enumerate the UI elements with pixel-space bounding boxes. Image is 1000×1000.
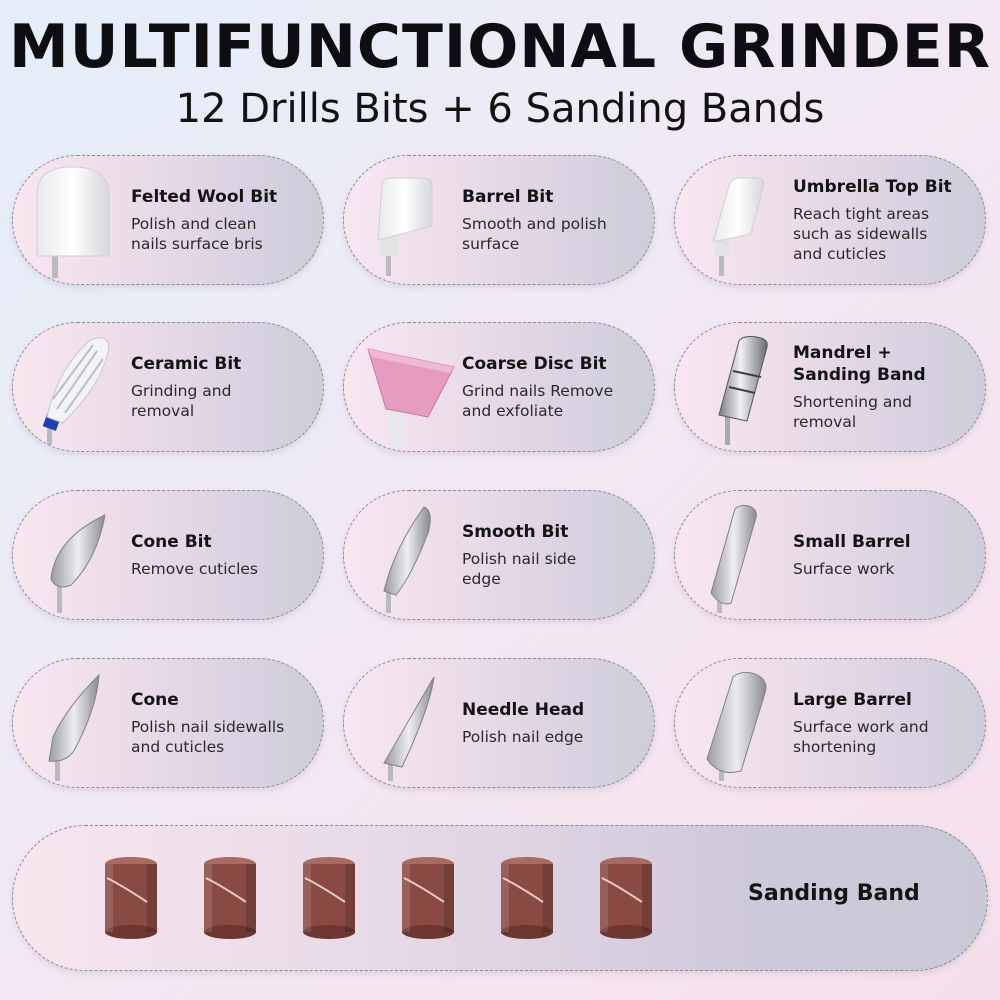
bit-card-coarse-disc: Coarse Disc Bit Grind nails Remove and e…: [343, 322, 655, 452]
bit-card-smooth: Smooth Bit Polish nail side edge: [343, 490, 655, 620]
page-subtitle: 12 Drills Bits + 6 Sanding Bands: [175, 86, 825, 132]
bit-desc-line: removal: [131, 402, 195, 420]
bit-desc-line: Surface work and: [793, 718, 929, 736]
smooth-bit-icon: [358, 499, 458, 613]
bit-desc-line: Polish nail sidewalls: [131, 718, 285, 736]
bit-card-barrel: Barrel Bit Smooth and polish surface: [343, 155, 655, 285]
bit-name: Barrel Bit: [462, 187, 554, 207]
bit-desc-line: nails surface bris: [131, 235, 263, 253]
bit-card-felted-wool: Felted Wool Bit Polish and clean nails s…: [12, 155, 324, 285]
sanding-band-icon: [598, 856, 654, 940]
sanding-band-icon: [301, 856, 357, 940]
bit-desc-line: Shortening and: [793, 393, 913, 411]
coarse-disc-bit-icon: [358, 331, 458, 445]
bit-card-small-barrel: Small Barrel Surface work: [674, 490, 986, 620]
bit-card-ceramic: Ceramic Bit Grinding and removal: [12, 322, 324, 452]
sanding-band-icon: [202, 856, 258, 940]
bit-desc-line: surface: [462, 235, 520, 253]
bit-desc-line: Reach tight areas: [793, 205, 930, 223]
bit-desc-line: Remove cuticles: [131, 560, 258, 578]
bit-name: Cone Bit: [131, 532, 212, 552]
bit-desc-line: shortening: [793, 738, 877, 756]
bit-name: Cone: [131, 690, 179, 710]
bit-desc-line: Grinding and: [131, 382, 232, 400]
bit-card-needle-head: Needle Head Polish nail edge: [343, 658, 655, 788]
ceramic-bit-icon: [27, 331, 127, 445]
large-barrel-bit-icon: [689, 667, 789, 781]
bit-desc-line: Polish nail edge: [462, 728, 584, 746]
bit-card-cone: Cone Bit Remove cuticles: [12, 490, 324, 620]
bit-desc-line: and cuticles: [793, 245, 887, 263]
sanding-band-icon: [103, 856, 159, 940]
bit-card-umbrella-top: Umbrella Top Bit Reach tight areas such …: [674, 155, 986, 285]
bit-name: Ceramic Bit: [131, 354, 242, 374]
felted-wool-bit-icon: [27, 164, 127, 278]
bit-desc-line: Grind nails Remove: [462, 382, 614, 400]
needle-head-bit-icon: [358, 667, 458, 781]
bit-name: Felted Wool Bit: [131, 187, 278, 207]
bit-card-large-barrel: Large Barrel Surface work and shortening: [674, 658, 986, 788]
bit-desc-line: removal: [793, 413, 857, 431]
sanding-band-row: [103, 856, 683, 942]
bit-card-cone-diamond: Cone Polish nail sidewalls and cuticles: [12, 658, 324, 788]
sanding-band-card: Sanding Band: [12, 825, 988, 971]
bit-name: Coarse Disc Bit: [462, 354, 607, 374]
bit-desc-line: Surface work: [793, 560, 895, 578]
bit-card-mandrel: Mandrel + Sanding Band Shortening and re…: [674, 322, 986, 452]
sanding-band-label: Sanding Band: [748, 881, 920, 906]
bit-desc-line: edge: [462, 570, 501, 588]
sanding-band-icon: [499, 856, 555, 940]
bit-desc-line: and exfoliate: [462, 402, 564, 420]
mandrel-bit-icon: [689, 331, 789, 445]
bit-name: Small Barrel: [793, 532, 911, 552]
small-barrel-bit-icon: [689, 499, 789, 613]
bit-name: Smooth Bit: [462, 522, 569, 542]
bit-desc-line: and cuticles: [131, 738, 225, 756]
cone-diamond-bit-icon: [27, 667, 127, 781]
bit-name: Large Barrel: [793, 690, 912, 710]
bit-name: Umbrella Top Bit: [793, 177, 952, 197]
bit-name: Mandrel + Sanding Band: [793, 343, 926, 385]
bit-desc-line: such as sidewalls: [793, 225, 928, 243]
sanding-band-icon: [400, 856, 456, 940]
bit-desc-line: Polish nail side: [462, 550, 577, 568]
umbrella-top-bit-icon: [689, 164, 789, 278]
page-title: MULTIFUNCTIONAL GRINDER: [9, 12, 991, 82]
bit-desc-line: Polish and clean: [131, 215, 257, 233]
barrel-bit-icon: [358, 164, 458, 278]
bit-name: Needle Head: [462, 700, 585, 720]
bit-desc-line: Smooth and polish: [462, 215, 607, 233]
cone-bit-icon: [27, 499, 127, 613]
